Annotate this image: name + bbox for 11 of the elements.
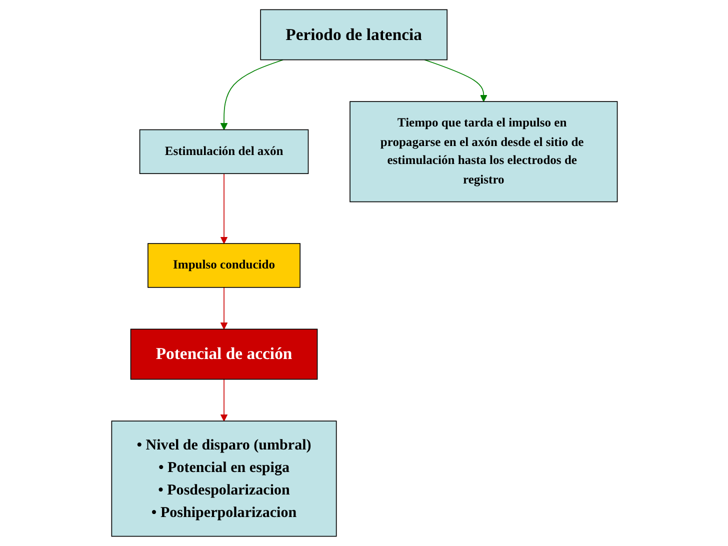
- arrow: [220, 59, 283, 130]
- arrow: [220, 286, 228, 330]
- arrow: [220, 378, 228, 422]
- node-box: Tiempo que tarda el impulso en propagarse en el axón desde el sitio de estimulación hasta los electrodos de registro: [349, 101, 618, 202]
- arrow: [220, 173, 228, 244]
- node-box: Potencial de acción: [130, 328, 318, 380]
- arrow: [424, 59, 487, 102]
- node-box: Periodo de latencia: [260, 9, 448, 60]
- node-box: Impulso conducido: [147, 243, 300, 288]
- node-box: • Nivel de disparo (umbral) • Potencial en espiga • Posdespolarizacion • Poshiperpolarizacion: [110, 420, 336, 537]
- node-box: Estimulación del axón: [138, 129, 308, 174]
